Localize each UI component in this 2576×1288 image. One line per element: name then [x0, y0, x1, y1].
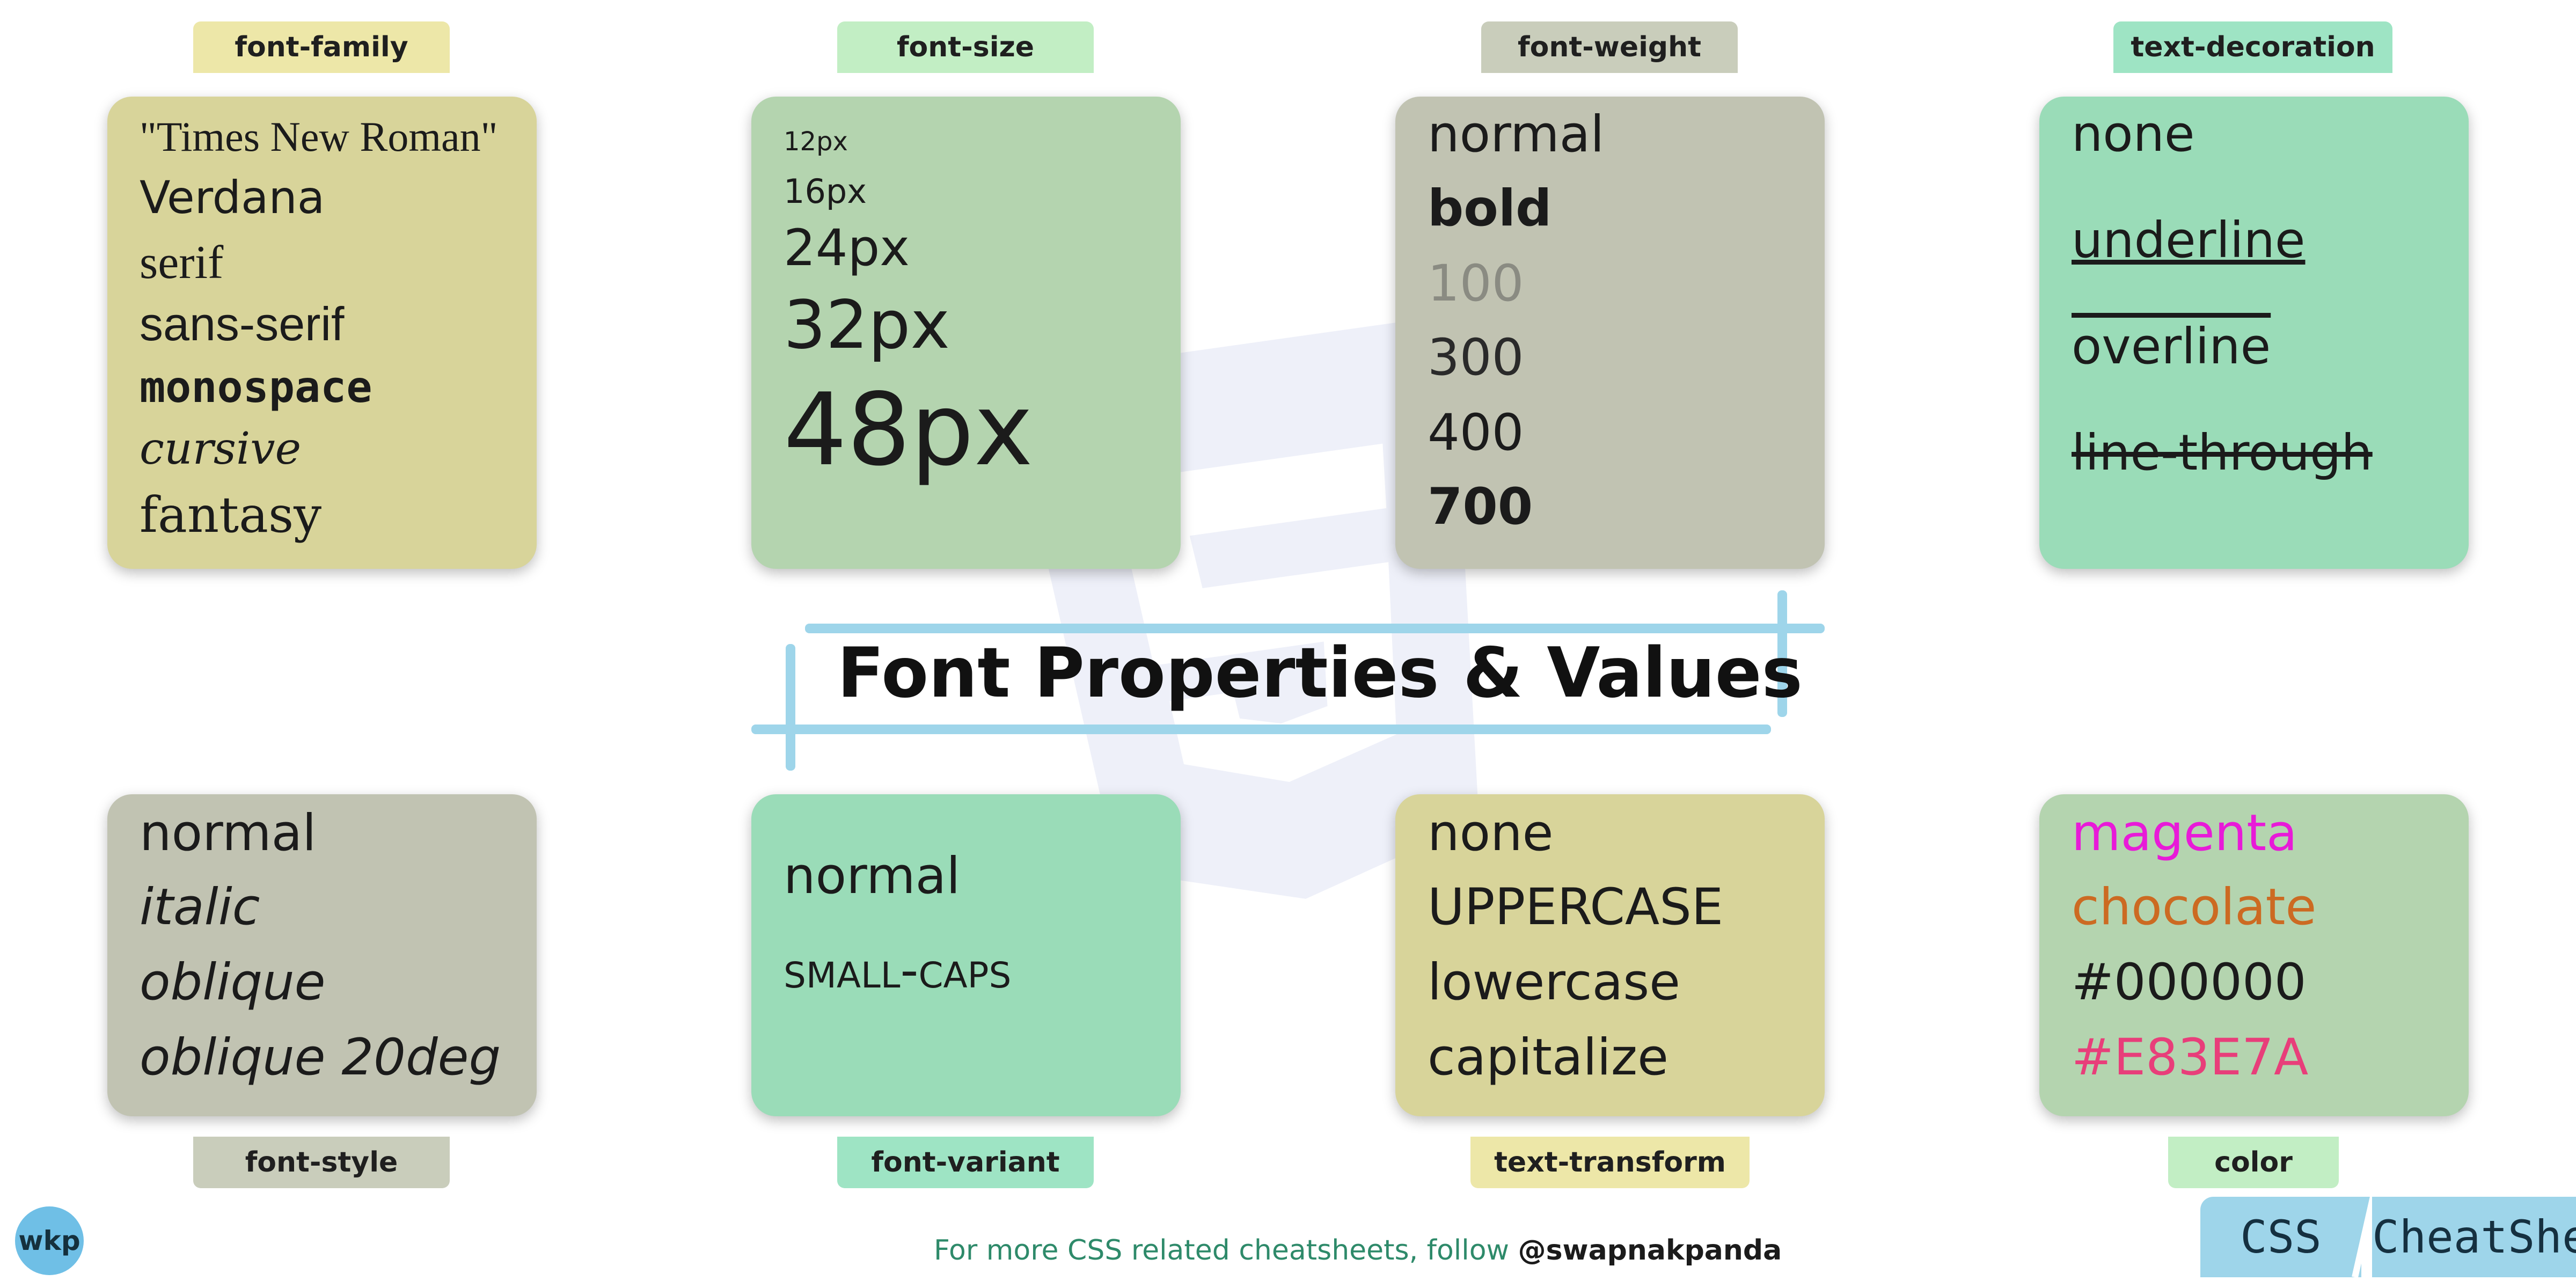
footer-handle-link[interactable]: @swapnakpanda: [1518, 1234, 1782, 1267]
value-chocolate: chocolate: [2072, 878, 2317, 936]
label-color: color: [2168, 1137, 2339, 1188]
badge-cheatsheet: CheatSheet: [2372, 1197, 2576, 1277]
value-oblique-20deg: oblique 20deg: [140, 1028, 501, 1087]
value-e83e7a: #E83E7A: [2072, 1028, 2309, 1087]
value-000000: #000000: [2072, 953, 2307, 1012]
label-font-family: font-family: [193, 21, 450, 73]
value-magenta: magenta: [2072, 804, 2297, 862]
value-underline: underline: [2072, 211, 2306, 269]
label-font-variant: font-variant: [837, 1137, 1094, 1188]
author-logo: wkp: [15, 1206, 84, 1275]
card-font-style: normal italic oblique oblique 20deg: [107, 794, 537, 1116]
label-font-weight: font-weight: [1481, 21, 1738, 73]
value-48px: 48px: [784, 371, 1033, 488]
card-font-weight: normal bold 100 300 400 700: [1395, 97, 1825, 569]
badge-css: CSS: [2200, 1197, 2361, 1277]
value-lowercase: LOWERCASE: [1428, 953, 1681, 1012]
label-font-size: font-size: [837, 21, 1094, 73]
value-24px: 24px: [784, 219, 910, 277]
card-font-variant: normal small-caps: [751, 794, 1181, 1116]
value-32px: 32px: [784, 287, 950, 364]
label-text-decoration: text-decoration: [2113, 21, 2392, 73]
title-bar-top: [805, 624, 1825, 633]
value-line-through: line-through: [2072, 424, 2373, 481]
value-small-caps: small-caps: [784, 941, 1012, 1000]
value-12px: 12px: [784, 127, 848, 157]
value-fantasy: fantasy: [140, 486, 322, 544]
title-bar-right: [1777, 590, 1787, 717]
value-oblique: oblique: [140, 953, 326, 1012]
value-none: none: [2072, 105, 2195, 163]
value-400: 400: [1428, 404, 1524, 462]
title-bar-bottom: [751, 724, 1771, 734]
value-uppercase: uppercase: [1428, 878, 1724, 936]
value-cursive: cursive: [140, 423, 302, 474]
footer-message: For more CSS related cheatsheets, follow: [934, 1234, 1510, 1267]
value-bold: bold: [1428, 179, 1552, 238]
title-bar-left: [786, 644, 795, 771]
value-monospace: monospace: [140, 362, 372, 412]
value-verdana: Verdana: [140, 171, 325, 224]
value-300: 300: [1428, 328, 1524, 387]
value-variant-normal: normal: [784, 847, 961, 905]
page-title: Font Properties & Values: [837, 633, 1803, 713]
value-style-normal: normal: [140, 804, 317, 862]
value-transform-none: none: [1428, 804, 1554, 862]
card-text-transform: none uppercase LOWERCASE capitalize: [1395, 794, 1825, 1116]
value-16px: 16px: [784, 172, 867, 211]
value-overline: overline: [2072, 318, 2271, 375]
value-100: 100: [1428, 254, 1524, 313]
card-font-family: "Times New Roman" Verdana serif sans-ser…: [107, 97, 537, 569]
value-italic: italic: [140, 878, 260, 936]
card-font-size: 12px 16px 24px 32px 48px: [751, 97, 1181, 569]
badge-divider-icon: [2345, 1197, 2377, 1277]
card-color: magenta chocolate #000000 #E83E7A: [2039, 794, 2469, 1116]
value-700: 700: [1428, 478, 1533, 536]
label-text-transform: text-transform: [1470, 1137, 1750, 1188]
label-font-style: font-style: [193, 1137, 450, 1188]
card-text-decoration: none underline overline line-through: [2039, 97, 2469, 569]
value-sans-serif: sans-serif: [140, 297, 345, 350]
value-normal: normal: [1428, 105, 1605, 164]
value-times-new-roman: "Times New Roman": [140, 113, 498, 160]
footer-text: For more CSS related cheatsheets, follow…: [934, 1234, 1782, 1267]
value-serif: serif: [140, 237, 224, 289]
value-capitalize: capitalize: [1428, 1028, 1668, 1087]
